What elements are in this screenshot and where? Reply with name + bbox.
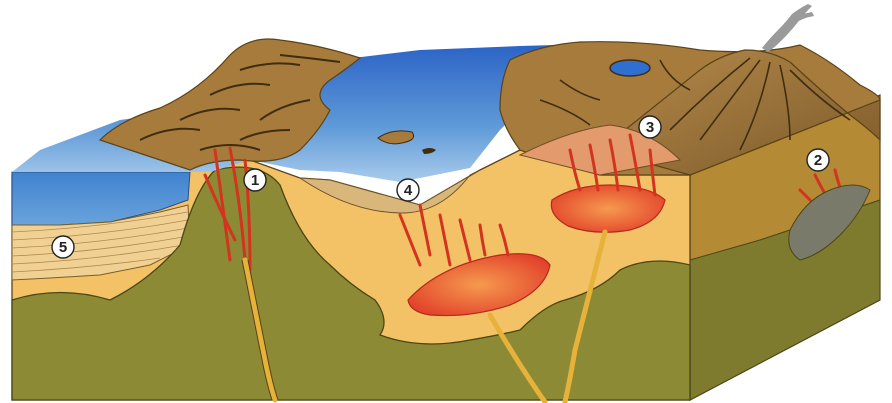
marker-1: 1 xyxy=(244,169,266,191)
marker-5-label: 5 xyxy=(59,239,67,256)
marker-3: 3 xyxy=(639,116,661,138)
marker-4: 4 xyxy=(397,179,419,201)
marker-4-label: 4 xyxy=(404,182,413,199)
marker-3-label: 3 xyxy=(646,119,654,136)
marker-2-label: 2 xyxy=(814,152,822,169)
crater-lake xyxy=(610,60,650,76)
marker-5: 5 xyxy=(52,236,74,258)
marker-1-label: 1 xyxy=(251,172,259,189)
volcano-smoke xyxy=(762,4,814,52)
marker-2: 2 xyxy=(807,149,829,171)
